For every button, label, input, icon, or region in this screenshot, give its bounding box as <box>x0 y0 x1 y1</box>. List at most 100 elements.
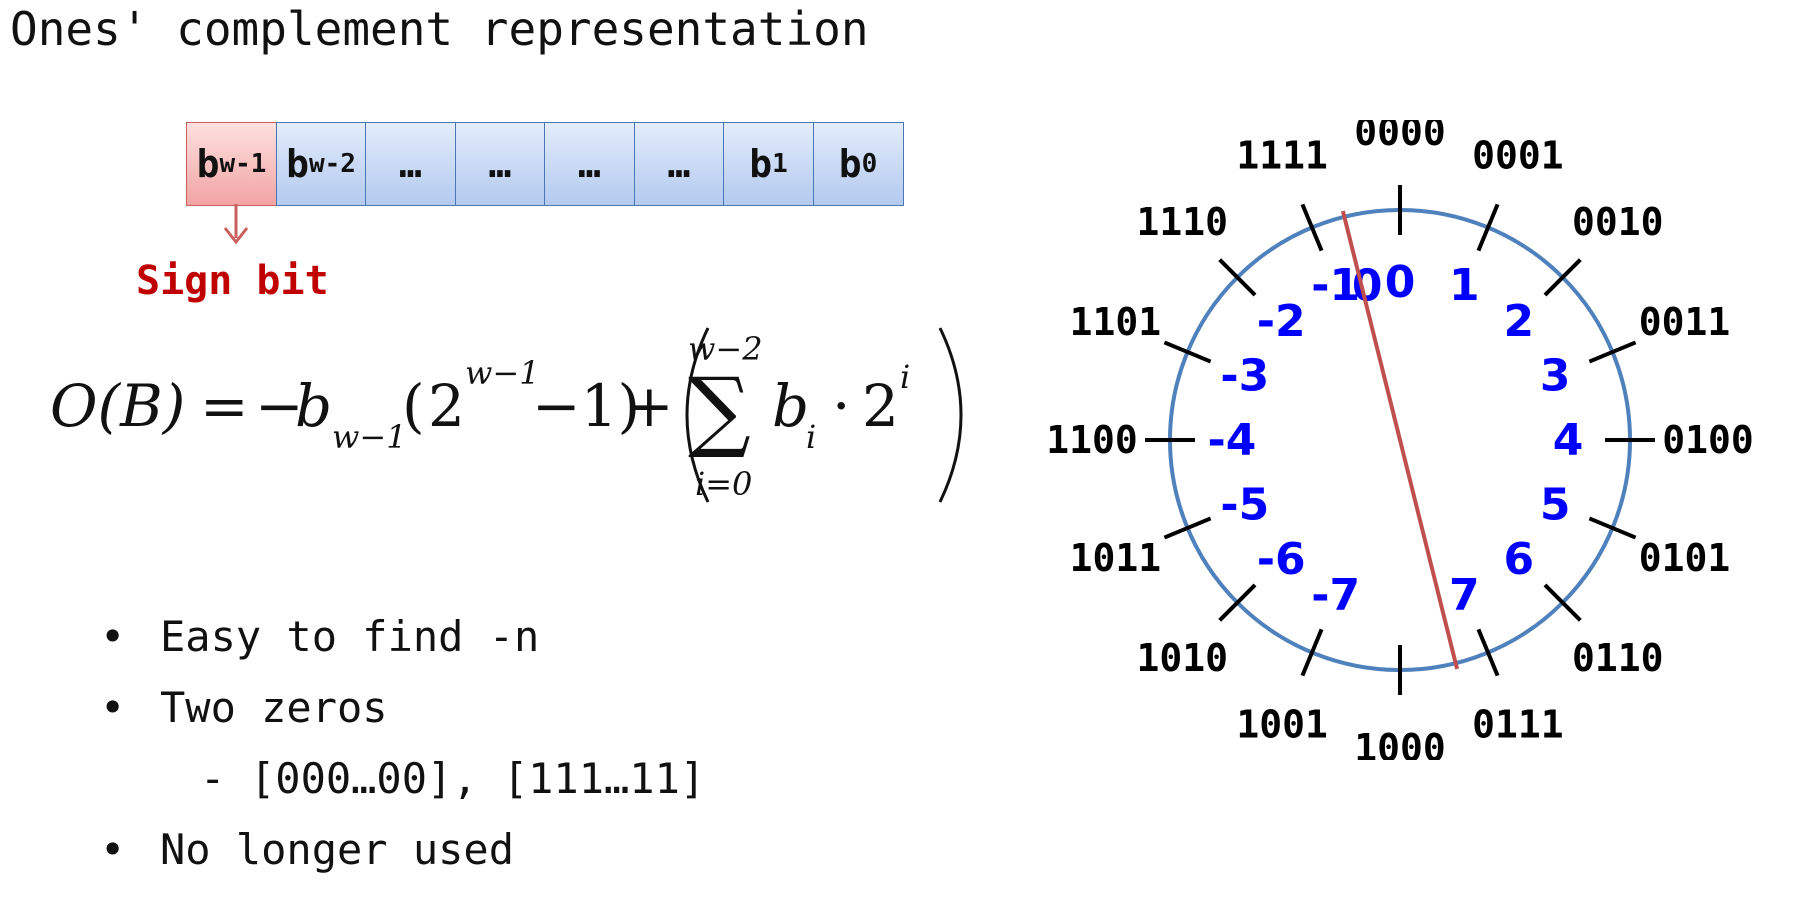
bit-cell-label: b <box>838 142 862 186</box>
formula-minus: − <box>255 372 304 440</box>
formula-sub-i: i <box>806 418 816 456</box>
wheel-value-label: -1 <box>1311 260 1360 311</box>
formula-equals: = <box>200 372 249 440</box>
bit-cell: … <box>633 122 725 206</box>
bullet-text: Two zeros <box>160 683 388 732</box>
formula-sum-sign: ∑ <box>688 358 751 461</box>
bit-cell-label: b <box>749 142 773 186</box>
formula-bi: b <box>772 372 809 440</box>
sign-arrow <box>223 204 249 245</box>
number-wheel: 0000000100100011010001010110011110001001… <box>1046 120 1754 760</box>
formula-sup-w1: w−1 <box>465 354 540 392</box>
bit-cell-label: … <box>667 142 691 186</box>
wheel-value-label: -3 <box>1220 351 1269 402</box>
wheel-binary-label: 0010 <box>1572 200 1664 244</box>
formula-lhs: O(B) <box>50 372 185 440</box>
wheel-value-label: 6 <box>1503 534 1534 585</box>
bit-cell-subscript: 1 <box>772 149 788 179</box>
wheel-tick <box>1163 516 1212 540</box>
wheel-binary-label: 0100 <box>1662 418 1754 462</box>
wheel-value-label: -6 <box>1257 534 1306 585</box>
wheel-tick <box>1163 340 1212 364</box>
formula-minus-one: −1) <box>532 372 640 440</box>
wheel-binary-label: 1101 <box>1070 300 1162 344</box>
wheel-tick <box>1300 203 1324 252</box>
wheel-value-label: -2 <box>1257 296 1306 347</box>
bit-cell-label: … <box>578 142 601 186</box>
bullet-marker: • <box>100 825 126 874</box>
wheel-value-label: 5 <box>1540 479 1571 530</box>
formula-plus: + <box>625 372 674 440</box>
sub-bullet-zero-patterns: -[000…00], [111…11] <box>200 754 705 803</box>
wheel-binary-label: 1110 <box>1136 200 1228 244</box>
wheel-value-label: 4 <box>1553 415 1584 466</box>
bit-cell: … <box>544 122 635 206</box>
wheel-binary-label: 1001 <box>1236 703 1328 747</box>
wheel-binary-label: 0111 <box>1472 703 1564 747</box>
wheel-binary-label: 0000 <box>1354 120 1446 154</box>
sign-divider-line <box>1340 210 1460 670</box>
formula-two-i: 2 <box>862 372 899 440</box>
bit-cell-label: … <box>399 142 422 186</box>
wheel-value-label: 7 <box>1449 570 1480 621</box>
bullet-marker: • <box>100 683 126 732</box>
bit-cell-subscript: w-2 <box>308 149 356 179</box>
wheel-tick <box>1588 340 1637 364</box>
wheel-value-label: 0 <box>1385 257 1416 308</box>
page-title: Ones' complement representation <box>10 2 869 56</box>
wheel-binary-label: 0110 <box>1572 636 1664 680</box>
bullet-marker: • <box>100 612 126 661</box>
wheel-tick <box>1218 583 1257 622</box>
bullet-two-zeros: • Two zeros <box>100 683 388 732</box>
bullet-text: No longer used <box>160 825 515 874</box>
wheel-value-label: 3 <box>1540 351 1571 402</box>
formula-b: b <box>295 372 332 440</box>
bit-cell: … <box>454 122 546 206</box>
ones-complement-formula: O(B) = − b w−1 ( 2 w−1 −1) + w−2 ∑ i=0 b… <box>50 327 963 503</box>
formula-open-paren: ( <box>402 372 425 440</box>
wheel-value-label: -7 <box>1311 570 1360 621</box>
bit-cell-label: b <box>286 142 309 186</box>
wheel-tick <box>1476 628 1500 677</box>
wheel-value-label: -4 <box>1208 415 1257 466</box>
formula-left-bracket <box>685 327 710 503</box>
bullet-easy-negate: • Easy to find -n <box>100 612 539 661</box>
wheel-value-label: 1 <box>1449 260 1480 311</box>
bit-cell-subscript: 0 <box>861 149 878 179</box>
bullet-text: [000…00], [111…11] <box>250 754 706 803</box>
formula-two: 2 <box>428 372 465 440</box>
bit-cell: … <box>365 122 456 206</box>
wheel-tick <box>1300 628 1324 677</box>
wheel-binary-label: 0101 <box>1639 536 1731 580</box>
bullet-marker: - <box>200 754 226 803</box>
formula-right-bracket <box>938 327 963 503</box>
bit-cell-subscript: w-1 <box>219 149 267 179</box>
wheel-tick <box>1543 258 1582 297</box>
formula-dot: · <box>832 372 850 440</box>
wheel-binary-label: 0001 <box>1472 133 1564 177</box>
wheel-binary-label: 1111 <box>1236 133 1328 177</box>
formula-sum-bottom: i=0 <box>695 465 752 503</box>
wheel-tick <box>1476 203 1500 252</box>
wheel-binary-label: 1011 <box>1070 536 1162 580</box>
formula-sum-top: w−2 <box>688 330 763 368</box>
bullet-text: Easy to find -n <box>160 612 540 661</box>
bit-cell-label: b <box>196 142 220 186</box>
bit-cell-label: … <box>488 142 512 186</box>
wheel-binary-label: 0011 <box>1639 300 1731 344</box>
wheel-tick <box>1218 258 1257 297</box>
wheel-value-label: 2 <box>1503 296 1534 347</box>
wheel-binary-label: 1000 <box>1354 726 1446 760</box>
wheel-tick <box>1588 516 1637 540</box>
wheel-tick <box>1543 583 1582 622</box>
sign-bit-label: Sign bit <box>136 258 329 304</box>
wheel-binary-label: 1010 <box>1136 636 1228 680</box>
formula-sup-i: i <box>900 358 910 396</box>
wheel-binary-label: 1100 <box>1046 418 1138 462</box>
bullet-no-longer-used: • No longer used <box>100 825 514 874</box>
